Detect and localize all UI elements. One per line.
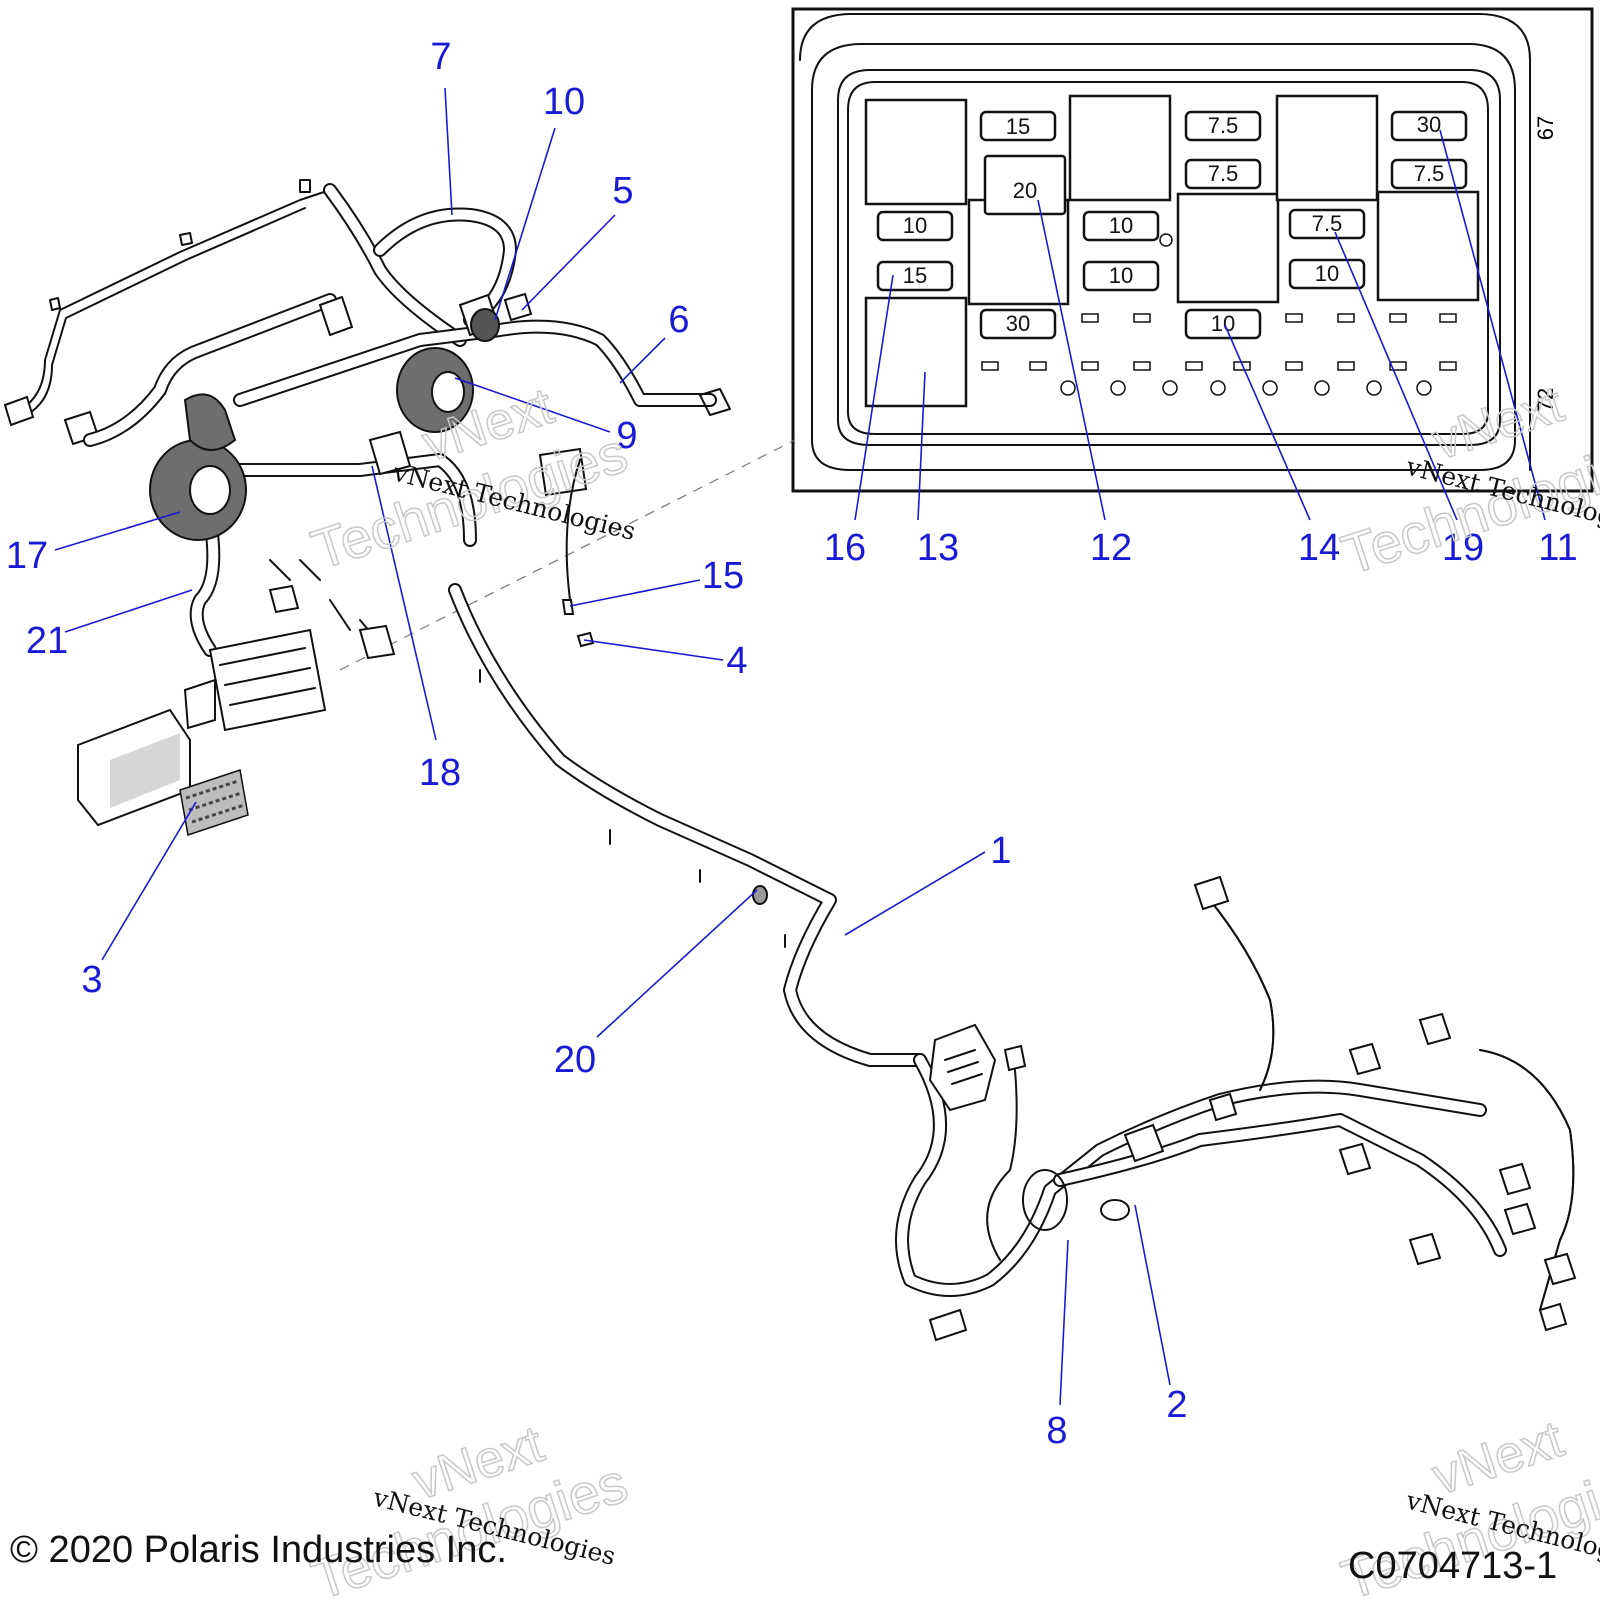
fuse-10-d: 10	[1184, 308, 1262, 340]
callout-2: 2	[1166, 1384, 1187, 1426]
svg-text:20: 20	[1013, 178, 1037, 203]
cavity-label-72: 72	[1533, 388, 1558, 412]
fuse-15-a: 15	[979, 110, 1057, 142]
relay-2	[967, 198, 1070, 306]
svg-text:7.5: 7.5	[1312, 211, 1343, 236]
copyright-notice: © 2020 Polaris Industries Inc.	[10, 1529, 507, 1571]
svg-text:7.5: 7.5	[1208, 113, 1239, 138]
callout-1: 1	[990, 830, 1011, 872]
callout-11: 11	[1538, 527, 1577, 569]
callout-4: 4	[726, 640, 747, 682]
svg-text:30: 30	[1417, 112, 1441, 137]
callout-13: 13	[917, 527, 959, 569]
callout-16: 16	[824, 527, 866, 569]
callout-9: 9	[616, 415, 637, 457]
svg-text:7.5: 7.5	[1208, 161, 1239, 186]
svg-text:10: 10	[1315, 261, 1339, 286]
callout-15: 15	[702, 555, 744, 597]
fuse-10-b: 10	[1082, 210, 1160, 242]
relay-6	[1376, 190, 1480, 302]
fuse-7-5-b: 7.5	[1184, 158, 1262, 190]
watermark-center: vNext Technologies vNext Technologies	[303, 376, 638, 582]
fuse-box-housing	[77, 628, 327, 827]
fuse-30-b: 30	[1390, 110, 1468, 142]
svg-text:10: 10	[1109, 213, 1133, 238]
relay-13	[864, 296, 968, 408]
callout-20: 20	[554, 1039, 596, 1081]
callout-7: 7	[430, 36, 451, 78]
grommet-10	[470, 308, 500, 342]
callout-5: 5	[612, 170, 633, 212]
relay-3	[1068, 94, 1172, 202]
grommet-17	[149, 393, 247, 541]
fuse-7-5-d: 7.5	[1390, 158, 1468, 190]
fuse-15-b: 15	[876, 260, 954, 292]
cavity-label-67: 67	[1533, 116, 1558, 140]
callout-19: 19	[1442, 527, 1484, 569]
relay-1	[864, 98, 968, 206]
callout-6: 6	[668, 299, 689, 341]
fuse-box-inset: 67 72 15 20 10 15 30 7.5 7.5	[791, 7, 1594, 521]
fuse-10-c: 10	[1082, 260, 1160, 292]
callout-10: 10	[543, 81, 585, 123]
butt-splice-20	[752, 885, 768, 905]
main-harness-trunk	[448, 583, 1577, 1342]
relay-4	[1176, 192, 1280, 304]
svg-text:15: 15	[1006, 114, 1030, 139]
callout-14: 14	[1298, 527, 1340, 569]
svg-text:10: 10	[1109, 263, 1133, 288]
callout-18: 18	[419, 752, 461, 794]
fuse-7-5-a: 7.5	[1184, 110, 1262, 142]
fuse-30-a: 30	[979, 308, 1057, 340]
svg-text:15: 15	[903, 263, 927, 288]
svg-text:30: 30	[1006, 311, 1030, 336]
svg-text:10: 10	[1211, 311, 1235, 336]
grommet-9	[396, 347, 474, 433]
fuse-10-e: 10	[1288, 258, 1366, 290]
fuse-7-5-c: 7.5	[1288, 208, 1366, 240]
drawing-number: C0704713-1	[1348, 1545, 1557, 1587]
empty-cavities	[981, 233, 1457, 396]
front-harness	[3, 179, 731, 836]
callout-12: 12	[1090, 527, 1132, 569]
callout-3: 3	[81, 959, 102, 1001]
svg-text:7.5: 7.5	[1414, 161, 1445, 186]
callouts: 7 10 5 6 9 17 21 18 15 4 3 1 20 2 8 16 1…	[6, 36, 1578, 1452]
callout-8: 8	[1046, 1410, 1067, 1452]
fuse-20: 20	[983, 154, 1067, 216]
fuse-10-a: 10	[876, 210, 954, 242]
callout-17: 17	[6, 535, 48, 577]
svg-text:10: 10	[903, 213, 927, 238]
watermark-bottom-left: vNext Technologies vNext Technologies	[303, 1414, 635, 1600]
callout-21: 21	[26, 620, 68, 662]
relay-5	[1275, 94, 1379, 202]
